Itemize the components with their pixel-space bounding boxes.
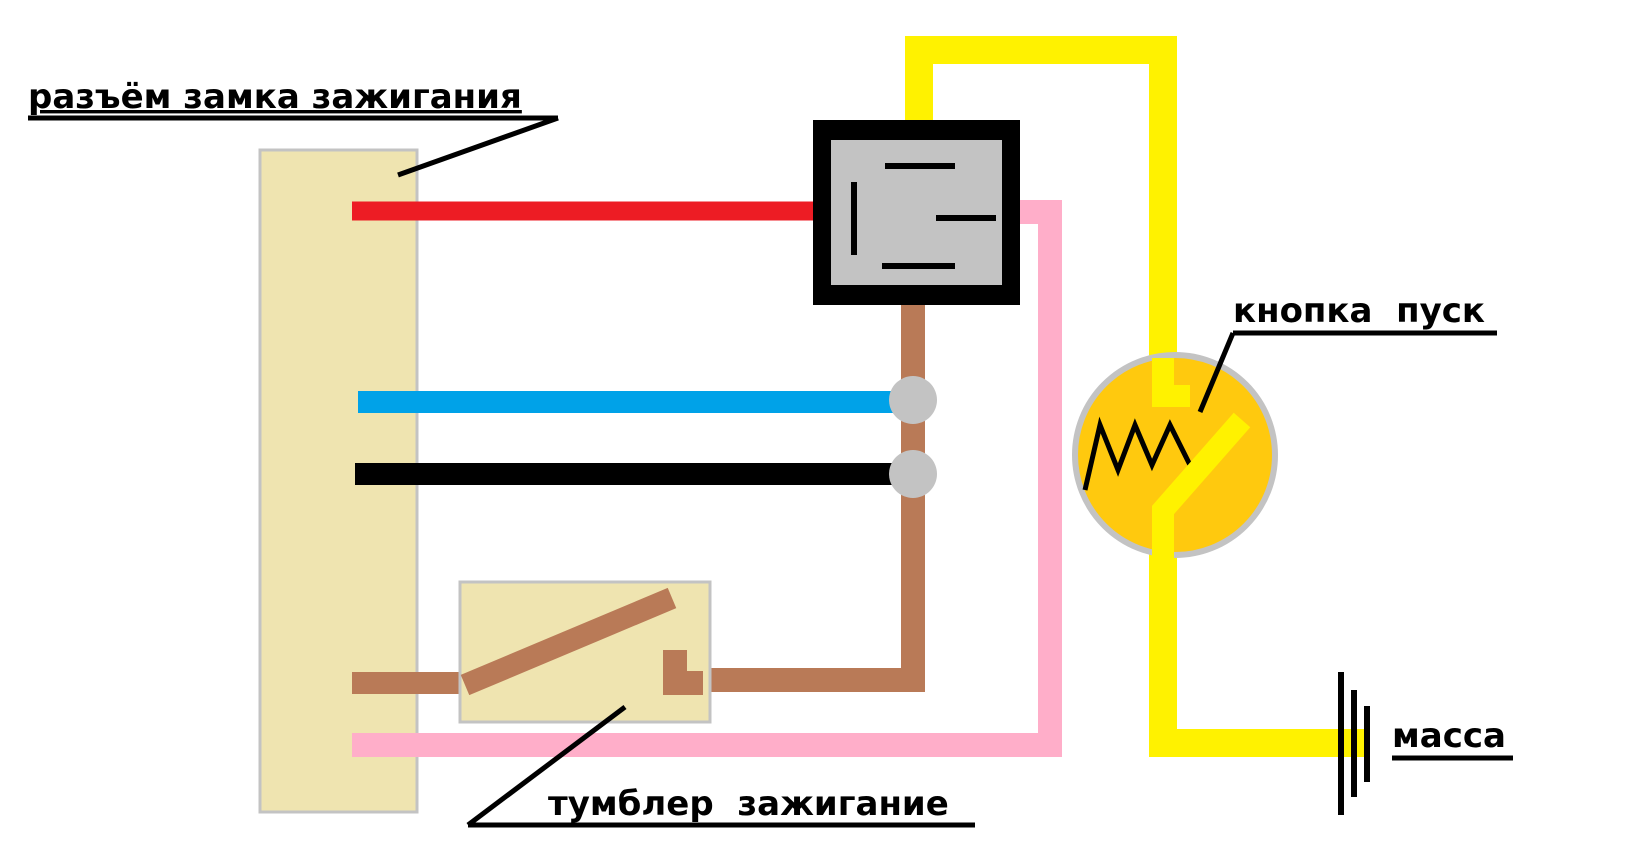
- leader-ignition-toggle-diag: [466, 705, 627, 827]
- leader-start-button-diag: [1197, 332, 1236, 413]
- label-ignition-toggle: тумблер зажигание: [548, 784, 949, 824]
- start-button-contact-bottom: [1152, 412, 1251, 560]
- label-start-button: кнопка пуск: [1233, 291, 1485, 331]
- label-ignition-connector: разъём замка зажигания: [28, 77, 522, 117]
- start-button-body: [1072, 352, 1278, 558]
- start-button-contact-top: [1152, 358, 1190, 407]
- joint-black-brown: [889, 450, 937, 498]
- leader-ignition-connector-diag: [397, 115, 559, 178]
- pink-wire: [352, 200, 1062, 757]
- joint-blue-brown: [889, 376, 937, 424]
- toggle-lever: [460, 587, 677, 696]
- toggle-contact: [663, 650, 703, 695]
- start-button-spring: [1082, 416, 1193, 491]
- label-ground: масса: [1392, 716, 1506, 756]
- yellow-wire: [905, 36, 1365, 757]
